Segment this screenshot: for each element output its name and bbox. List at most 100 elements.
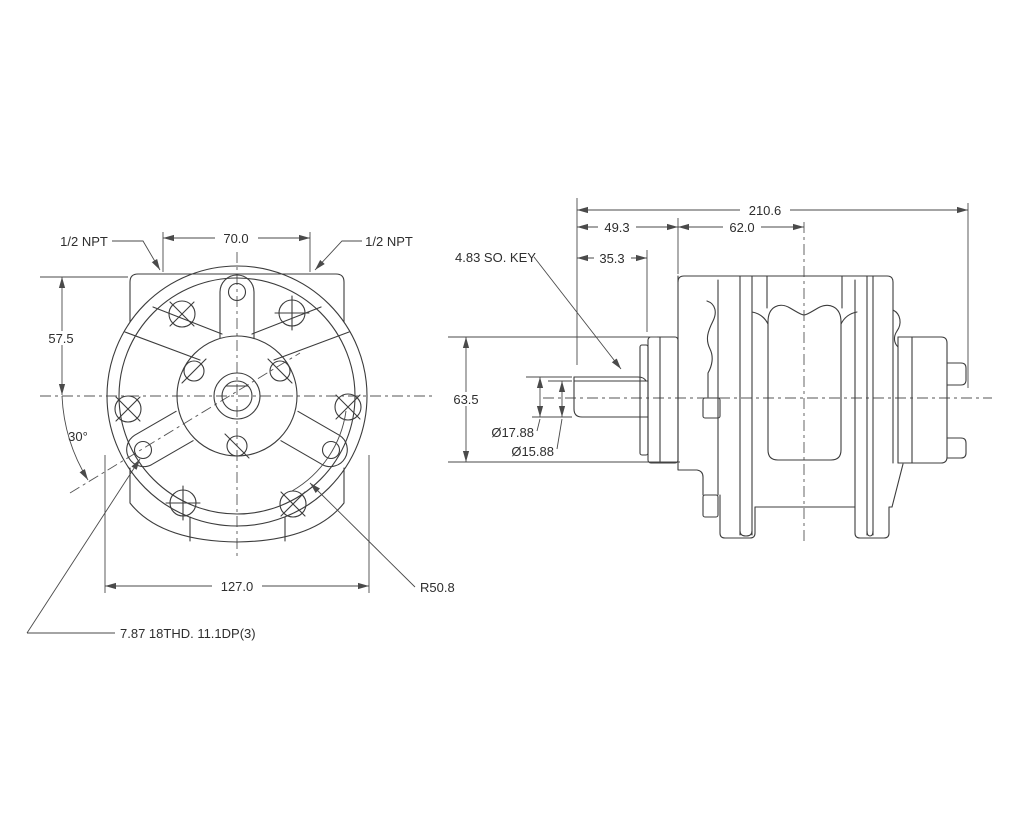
flange-top-edge [129, 273, 345, 323]
plate-bottom [739, 530, 753, 537]
hub-hole-slash [181, 358, 207, 384]
dim-body-diameter: 127.0 [221, 579, 254, 594]
shaft [573, 376, 649, 418]
npt-leader-left [112, 240, 161, 271]
dim-gear-section: 62.0 [729, 220, 754, 235]
dim-text-bg [448, 392, 484, 406]
drill-mark-circle [114, 395, 142, 423]
arm-lower-right [280, 410, 348, 468]
thread-leader [26, 458, 141, 634]
pump-body [677, 275, 904, 539]
body-top-edge [677, 275, 894, 464]
angle-arc [61, 395, 89, 481]
front-view: 70.0 1/2 NPT 1/2 NPT 57.5 30° 127.0 R5 [26, 231, 455, 641]
mounting-flange [129, 273, 345, 543]
hub-hole-slash [224, 433, 250, 459]
dim-shaft-major: Ø17.88 [491, 425, 534, 440]
bell-nose [639, 344, 649, 456]
slot-axis-centerline [69, 352, 301, 494]
front-boss [702, 397, 721, 419]
dim-text-bg [598, 220, 636, 234]
side-dimensions: 210.6 49.3 62.0 35.3 63.5 [448, 198, 969, 463]
dim-top-to-center: 57.5 [48, 331, 73, 346]
hub-hole [226, 435, 248, 457]
drill-mark-circle [279, 490, 307, 518]
front-centerlines [40, 252, 432, 558]
note-thread: 7.87 18THD. 11.1DP(3) [120, 626, 256, 641]
dim-text-bg [44, 331, 80, 345]
dim-shaft-extension: 35.3 [599, 251, 624, 266]
body-circles [106, 265, 368, 527]
drill-mark-cross [115, 396, 141, 422]
pilot-circle [213, 372, 261, 420]
npt-label-right: 1/2 NPT [365, 234, 413, 249]
cover-outline [897, 336, 948, 464]
arm-top-hole [227, 282, 247, 302]
bearing-bell [639, 336, 679, 464]
rear-casting-profile [892, 309, 901, 348]
arm-lower-left-hole [133, 440, 153, 460]
dim-text-bg [212, 579, 262, 593]
hub-hole [183, 360, 205, 382]
right-foot [854, 506, 893, 539]
rib-line [124, 331, 201, 361]
hub-face-holes [181, 358, 293, 459]
dim-overall-length: 210.6 [749, 203, 782, 218]
drill-mark-circle [334, 393, 362, 421]
cover-boss-lower [946, 437, 967, 459]
cover-boss-upper [946, 362, 967, 386]
dim-slot-radius: R50.8 [420, 580, 455, 595]
gear-chamber [767, 304, 842, 461]
front-casting-profile [706, 300, 716, 398]
rib-line [273, 331, 350, 361]
npt-leader-right [314, 240, 362, 271]
dim-front-section: 49.3 [604, 220, 629, 235]
drill-mark-cross [169, 301, 195, 327]
rear-taper [891, 463, 904, 508]
shaft-fillet [573, 408, 583, 418]
drill-marks [114, 295, 362, 521]
plate-bottom [866, 530, 874, 537]
chamber-corner-curve [840, 311, 858, 325]
drill-mark-cross [335, 394, 361, 420]
key-leader [533, 256, 622, 370]
hub-hole [269, 360, 291, 382]
dim-leader [536, 418, 541, 432]
rear-cover [897, 336, 967, 464]
shaft-bore [221, 380, 253, 412]
note-key: 4.83 SO. KEY [455, 250, 536, 265]
drill-mark-circle [168, 300, 196, 328]
rib-line [251, 306, 322, 335]
dim-leader [556, 418, 563, 450]
dim-mount-height: 63.5 [453, 392, 478, 407]
front-dimensions: 70.0 1/2 NPT 1/2 NPT 57.5 30° 127.0 R5 [26, 231, 455, 641]
left-foot [719, 494, 756, 539]
dim-text-bg [215, 231, 258, 245]
side-view: 210.6 49.3 62.0 35.3 63.5 [448, 198, 992, 545]
radius-leader [309, 482, 416, 588]
dim-shaft-minor: Ø15.88 [511, 444, 554, 459]
body-outer-circle [106, 265, 368, 527]
key-end-fillet [637, 376, 647, 382]
dim-angle: 30° [68, 429, 88, 444]
bolt-slot-arms [126, 274, 348, 468]
slot-radius-arc [291, 410, 347, 492]
flange-bottom-edge [129, 467, 345, 543]
body-lug [702, 494, 719, 518]
bell-housing [647, 336, 679, 464]
drill-mark-cross [280, 491, 306, 517]
chamber-corner-curve [751, 311, 769, 325]
rib-line [152, 306, 223, 335]
hub-hole-slash [267, 358, 293, 384]
casting-ribs [124, 306, 350, 361]
dim-port-spacing: 70.0 [223, 231, 248, 246]
dim-text-bg [740, 203, 790, 217]
npt-label-left: 1/2 NPT [60, 234, 108, 249]
arm-top [219, 274, 255, 339]
dim-text-bg [723, 220, 761, 234]
arm-lower-right-hole [321, 440, 341, 460]
body-front-edge [677, 275, 704, 496]
dim-text-bg [594, 251, 631, 265]
